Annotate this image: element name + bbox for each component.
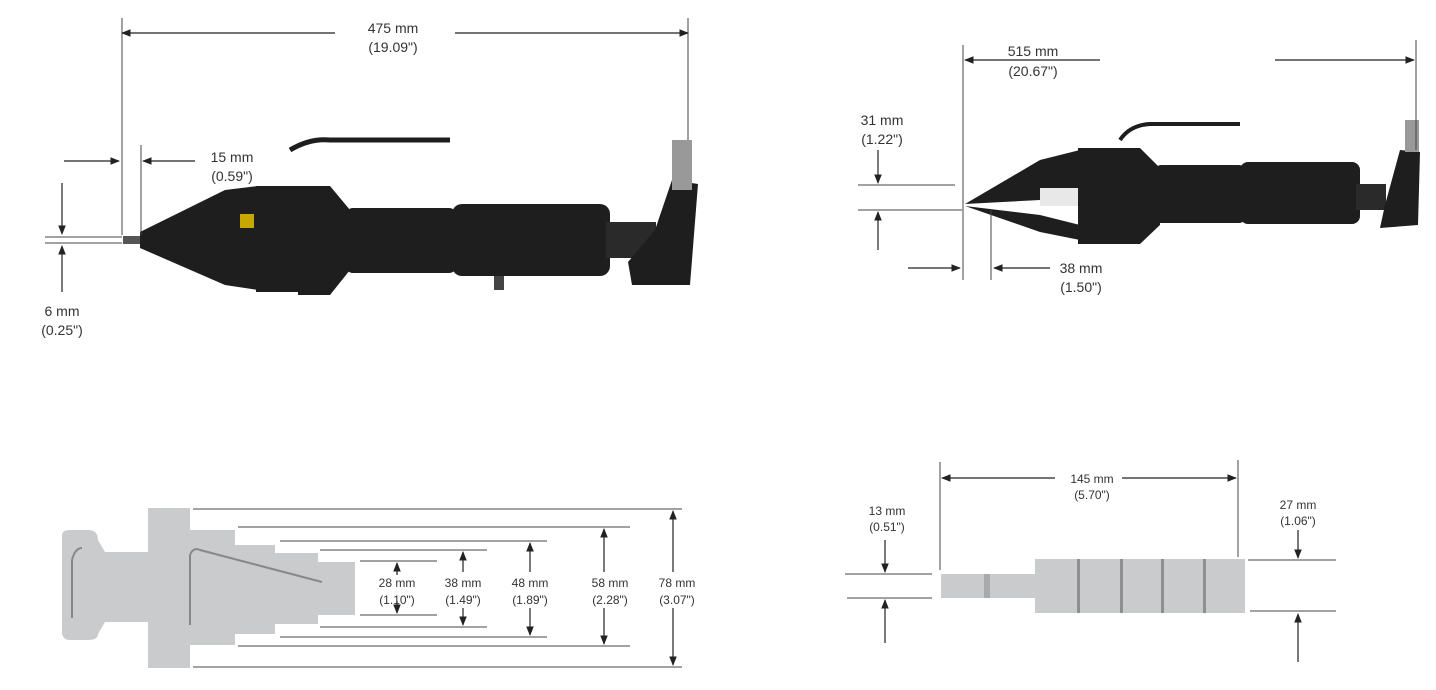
jaw-top-view: 145 mm (5.70") 13 mm (0.51") 27 mm (1.06… <box>845 460 1336 662</box>
opening-height-mm: 31 mm <box>861 112 904 128</box>
overall-length-in: (19.09") <box>368 39 417 55</box>
tip-length-mm: 15 mm <box>211 149 254 165</box>
tip-opening-mm: 6 mm <box>45 303 80 319</box>
step-2-in: (1.49") <box>445 593 481 607</box>
step-2-mm: 38 mm <box>445 576 482 590</box>
jaw-steps-view: 28 mm (1.10") 38 mm (1.49") 48 mm (1.89"… <box>62 508 695 668</box>
step-3-in: (1.89") <box>512 593 548 607</box>
tip-length-in: (0.59") <box>211 168 253 184</box>
step-5-mm: 78 mm <box>659 576 696 590</box>
tool-body-closed <box>123 137 698 295</box>
tool-side-closed: 475 mm (19.09") 15 mm (0.59") 6 mm (0.25… <box>41 18 698 338</box>
open-tip-length-in: (1.50") <box>1060 279 1102 295</box>
open-tip-length-mm: 38 mm <box>1060 260 1103 276</box>
step-extension-lines <box>193 508 682 668</box>
opening-height-in: (1.22") <box>861 131 903 147</box>
base-thickness-in: (1.06") <box>1280 514 1316 528</box>
tool-side-open: 515 mm (20.67") 31 mm (1.22") 38 mm (1.5… <box>858 40 1420 295</box>
base-thickness-mm: 27 mm <box>1280 498 1317 512</box>
open-length-in: (20.67") <box>1008 63 1057 79</box>
step-4-in: (2.28") <box>592 593 628 607</box>
step-arrows <box>393 510 677 666</box>
jaw-length-in: (5.70") <box>1074 488 1110 502</box>
step-1-mm: 28 mm <box>379 576 416 590</box>
jaw-top-profile <box>941 559 1245 613</box>
step-4-mm: 58 mm <box>592 576 629 590</box>
step-5-in: (3.07") <box>659 593 695 607</box>
step-1-in: (1.10") <box>379 593 415 607</box>
tip-thickness-mm: 13 mm <box>869 504 906 518</box>
overall-length-mm: 475 mm <box>368 20 419 36</box>
tip-opening-in: (0.25") <box>41 322 83 338</box>
step-3-mm: 48 mm <box>512 576 549 590</box>
tool-body-open <box>965 120 1420 244</box>
tip-thickness-in: (0.51") <box>869 520 905 534</box>
jaw-length-mm: 145 mm <box>1070 472 1113 486</box>
open-length-mm: 515 mm <box>1008 43 1059 59</box>
jaw-profile <box>62 508 355 668</box>
